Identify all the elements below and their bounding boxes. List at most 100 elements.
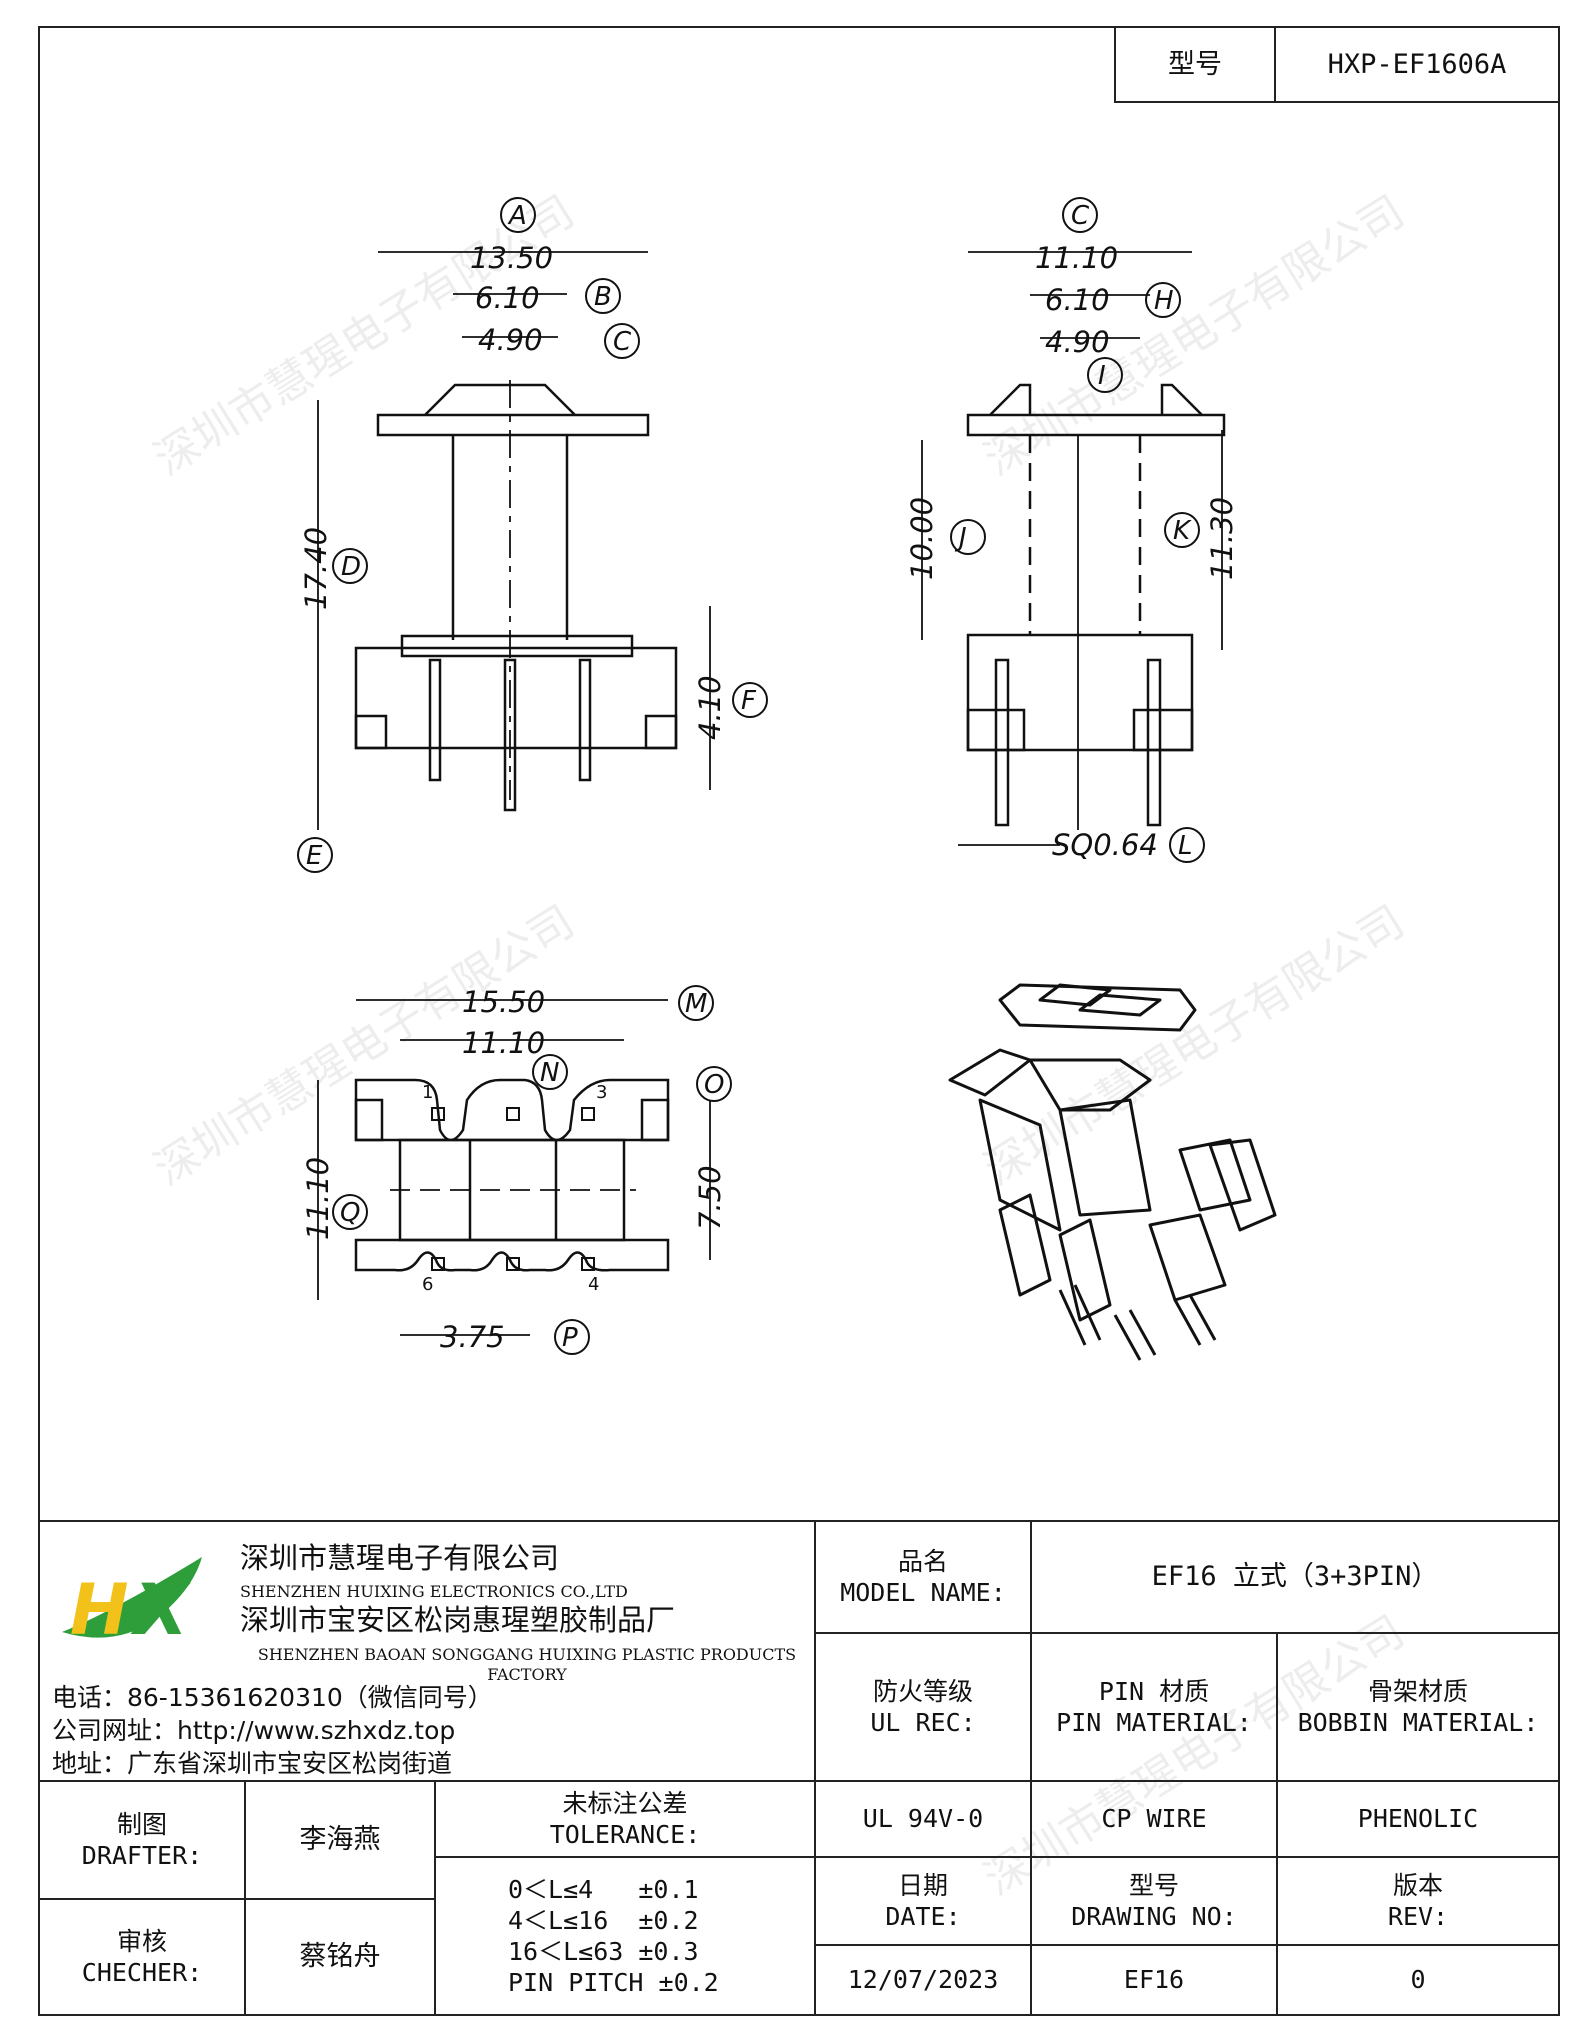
dim-q-value: 11.10 [301, 1157, 335, 1240]
model-name-cn: 品名 [897, 1546, 948, 1576]
model-name-value-cell: EF16 立式（3+3PIN） [1030, 1520, 1560, 1634]
ul-rec-label-cell: 防火等级 UL REC: [814, 1632, 1032, 1782]
tolerance-values-cell: 0＜L≤4 ±0.1 4＜L≤16 ±0.2 16＜L≤63 ±0.3 PIN … [434, 1856, 816, 2016]
side-view: 11.10 6.10 4.90 10.00 11.30 SQ0.64 C H I… [905, 197, 1239, 863]
rev-value: 0 [1410, 1965, 1426, 1995]
rev-cn: 版本 [1392, 1870, 1443, 1900]
checker-cn: 审核 [116, 1926, 167, 1956]
company-name-en: SHENZHEN HUIXING ELECTRONICS CO.,LTD [240, 1582, 628, 1601]
callout-c: C [613, 327, 632, 357]
dim-j-value: 10.00 [905, 497, 939, 580]
drawing-no-label-cell: 型号 DRAWING NO: [1030, 1856, 1278, 1946]
technical-drawing: 13.50 6.10 4.90 17.40 4.10 A B C D E F [297, 197, 1277, 1361]
date-label-cell: 日期 DATE: [814, 1856, 1032, 1946]
drawing-no-en: DRAWING NO: [1071, 1902, 1237, 1931]
company-website: 公司网址：http://www.szhxdz.top [52, 1716, 456, 1745]
dim-o-value: 7.50 [693, 1165, 727, 1230]
tolerance-label-cell: 未标注公差 TOLERANCE: [434, 1780, 816, 1858]
company-address: 地址：广东省深圳市宝安区松岗街道 [52, 1749, 453, 1778]
date-value-cell: 12/07/2023 [814, 1944, 1032, 2016]
dim-a-value: 13.50 [470, 241, 553, 275]
tolerance-cn: 未标注公差 [562, 1788, 688, 1818]
company-phone: 电话：86-15361620310（微信同号） [52, 1683, 493, 1712]
callout-side-c: C [1071, 201, 1090, 231]
bobbin-material-label-cell: 骨架材质 BOBBIN MATERIAL: [1276, 1632, 1560, 1782]
factory-name-en: SHENZHEN BAOAN SONGGANG HUIXING PLASTIC … [257, 1645, 797, 1684]
model-value: HXP-EF1606A [1327, 48, 1507, 80]
callout-l: L [1178, 831, 1193, 861]
front-view: 13.50 6.10 4.90 17.40 4.10 A B C D E F [297, 197, 768, 873]
rev-label-cell: 版本 REV: [1276, 1856, 1560, 1946]
checker-label-cell: 审核 CHECHER: [38, 1898, 246, 2016]
checker-value-cell: 蔡铭舟 [244, 1898, 436, 2016]
ul-rec-cn: 防火等级 [872, 1676, 973, 1706]
callout-d: D [341, 552, 361, 582]
pin-label-6: 6 [422, 1274, 433, 1295]
date-cn: 日期 [897, 1870, 948, 1900]
bobbin-material-en: BOBBIN MATERIAL: [1297, 1708, 1539, 1737]
dim-n-value: 11.10 [462, 1026, 545, 1060]
model-name-label-cell: 品名 MODEL NAME: [814, 1520, 1032, 1634]
ul-rec-en: UL REC: [870, 1708, 976, 1737]
callout-h: H [1154, 286, 1174, 316]
dim-d-value: 17.40 [299, 527, 333, 610]
pin-label-4: 4 [588, 1274, 599, 1295]
model-name-value: EF16 立式（3+3PIN） [1151, 1561, 1439, 1593]
callout-p: P [562, 1323, 578, 1353]
drawing-no-value-cell: EF16 [1030, 1944, 1278, 2016]
bobbin-material-cn: 骨架材质 [1367, 1676, 1468, 1706]
company-info-block: H X 深圳市慧瑆电子有限公司 SHENZHEN HUIXING ELECTRO… [38, 1520, 816, 1782]
drafter-en: DRAFTER: [81, 1841, 203, 1870]
dim-f-value: 4.10 [693, 675, 727, 740]
bobbin-material-value: PHENOLIC [1357, 1804, 1479, 1834]
drawing-no-value: EF16 [1123, 1965, 1185, 1995]
dim-c-value: 4.90 [478, 323, 543, 357]
dim-i-value: 4.90 [1045, 325, 1110, 359]
pin-material-label-cell: PIN 材质 PIN MATERIAL: [1030, 1632, 1278, 1782]
callout-a: A [507, 201, 527, 231]
bottom-view: 15.50 11.10 11.10 7.50 3.75 M N O Q P 1 … [301, 985, 732, 1355]
tolerance-en: TOLERANCE: [549, 1820, 701, 1849]
model-name-en: MODEL NAME: [840, 1578, 1006, 1607]
callout-f: F [741, 686, 757, 716]
callout-e: E [306, 841, 323, 871]
factory-name-cn: 深圳市宝安区松岗惠瑆塑胶制品厂 [240, 1603, 676, 1637]
svg-text:H: H [70, 1569, 129, 1651]
bobbin-material-value-cell: PHENOLIC [1276, 1780, 1560, 1858]
dim-h-value: 6.10 [1045, 283, 1110, 317]
tolerance-line: 4＜L≤16 ±0.2 [508, 1905, 699, 1935]
tolerance-line: PIN PITCH ±0.2 [508, 1968, 719, 1998]
dim-b-value: 6.10 [475, 281, 540, 315]
dim-side-c-value: 11.10 [1035, 241, 1118, 275]
ul-rec-value: UL 94V-0 [862, 1804, 984, 1834]
pin-label-1: 1 [422, 1082, 433, 1103]
callout-b: B [594, 282, 612, 312]
date-en: DATE: [885, 1902, 961, 1931]
callout-n: N [540, 1058, 559, 1088]
model-label: 型号 [1168, 48, 1222, 80]
drafter-value: 李海燕 [299, 1824, 381, 1856]
callout-o: O [704, 1070, 724, 1100]
dim-k-value: 11.30 [1205, 497, 1239, 580]
checker-value: 蔡铭舟 [299, 1941, 381, 1973]
pin-material-value-cell: CP WIRE [1030, 1780, 1278, 1858]
drafter-cn: 制图 [116, 1809, 167, 1839]
callout-k: K [1173, 516, 1192, 546]
date-value: 12/07/2023 [847, 1965, 999, 1995]
rev-en: REV: [1387, 1902, 1449, 1931]
drawing-no-cn: 型号 [1128, 1870, 1179, 1900]
company-logo: H X [62, 1557, 202, 1651]
drafter-value-cell: 李海燕 [244, 1780, 436, 1900]
ul-rec-value-cell: UL 94V-0 [814, 1780, 1032, 1858]
dim-l-value: SQ0.64 [1052, 828, 1158, 862]
dim-p-value: 3.75 [440, 1320, 505, 1354]
callout-q: Q [340, 1198, 360, 1228]
dim-m-value: 15.50 [462, 985, 545, 1019]
tolerance-line: 16＜L≤63 ±0.3 [508, 1937, 699, 1966]
callout-m: M [685, 989, 707, 1019]
pin-material-en: PIN MATERIAL: [1056, 1708, 1252, 1737]
svg-text:X: X [130, 1569, 191, 1651]
checker-en: CHECHER: [81, 1958, 203, 1987]
company-name-cn: 深圳市慧瑆电子有限公司 [240, 1541, 560, 1575]
drafter-label-cell: 制图 DRAFTER: [38, 1780, 246, 1900]
